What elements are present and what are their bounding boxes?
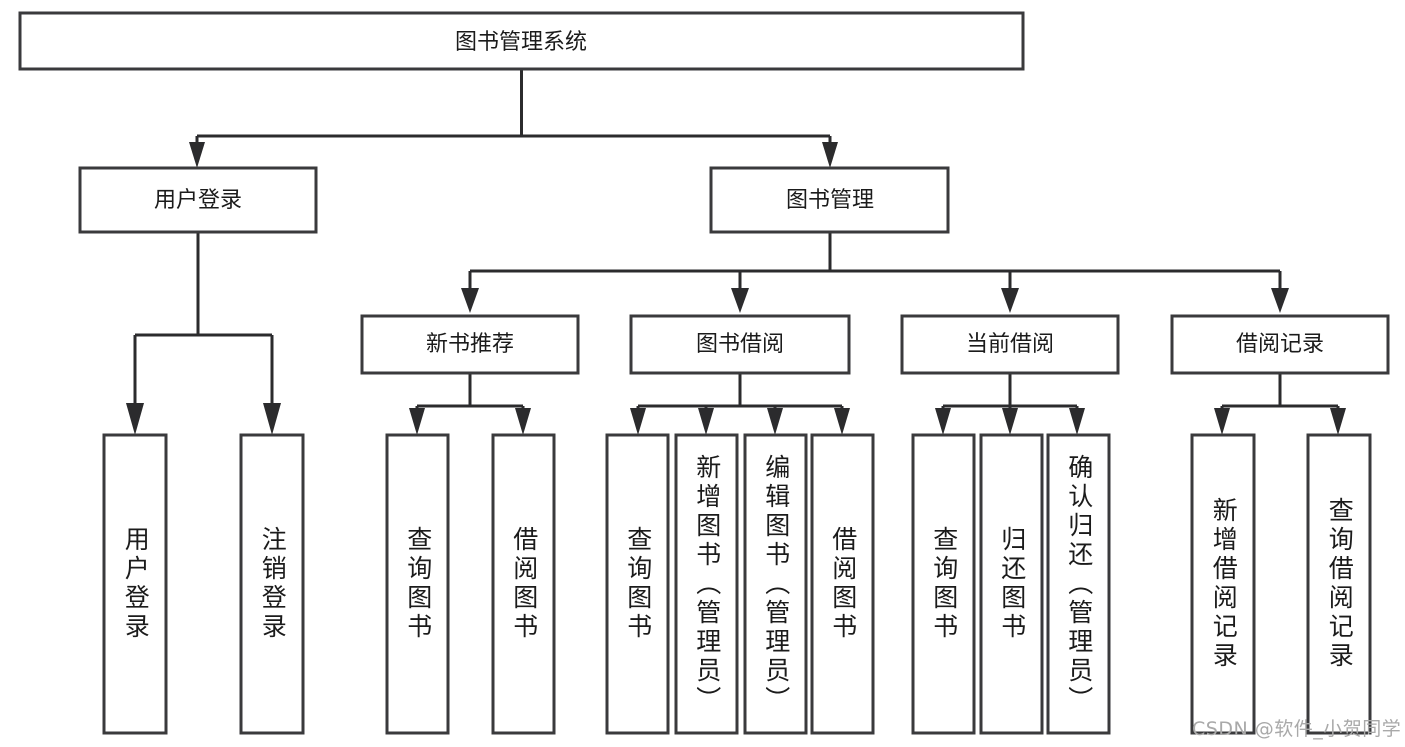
connector-newbook-to-leaves [409, 373, 531, 435]
leaf-box-return-book[interactable] [979, 433, 1044, 735]
leaf-box-borrow-book-2[interactable] [810, 433, 875, 735]
connector-root-to-level2 [189, 69, 838, 168]
node-book-borrow-label: 图书借阅 [696, 332, 784, 357]
leaf-box-borrow-book-1[interactable] [491, 433, 556, 735]
leaf-box-user-logout[interactable] [239, 433, 305, 735]
leaf-box-user-login[interactable] [102, 433, 168, 735]
connector-bookborrow-to-leaves [630, 373, 850, 435]
leaf-box-query-book-3[interactable] [911, 433, 976, 735]
node-current-borrow-box[interactable] [900, 314, 1120, 375]
leaf-box-edit-book[interactable] [743, 433, 808, 735]
node-current-borrow-label: 当前借阅 [966, 332, 1054, 357]
node-book-borrow-box[interactable] [629, 314, 851, 375]
node-user-login-box[interactable] [78, 166, 318, 234]
leaf-box-add-book[interactable] [674, 433, 739, 735]
watermark-text: CSDN @软件_小贺同学 [1192, 718, 1402, 740]
node-root-box[interactable] [18, 11, 1025, 71]
leaf-box-query-book-2[interactable] [605, 433, 670, 735]
connector-bookmgmt-to-level3 [461, 232, 1289, 313]
node-book-borrow[interactable]: 图书借阅 [629, 314, 851, 375]
connector-currentborrow-to-leaves [935, 373, 1085, 435]
node-borrow-record-label: 借阅记录 [1236, 332, 1324, 357]
node-book-management-label: 图书管理 [786, 188, 874, 213]
node-user-login-label: 用户登录 [154, 188, 242, 213]
node-book-management[interactable]: 图书管理 [709, 166, 950, 234]
node-root[interactable]: 图书管理系统 [18, 11, 1025, 71]
node-current-borrow[interactable]: 当前借阅 [900, 314, 1120, 375]
node-new-book-recommend-box[interactable] [360, 314, 580, 375]
connector-userlogin-to-leaves [126, 232, 281, 435]
node-root-label: 图书管理系统 [455, 30, 587, 55]
node-book-management-box[interactable] [709, 166, 950, 234]
leaf-box-query-record[interactable] [1306, 433, 1372, 735]
leaf-box-add-record[interactable] [1190, 433, 1256, 735]
leaf-box-confirm-return[interactable] [1046, 433, 1111, 735]
node-borrow-record-box[interactable] [1170, 314, 1390, 375]
connector-borrowrecord-to-leaves [1214, 373, 1346, 435]
leaf-box-query-book-1[interactable] [385, 433, 450, 735]
node-borrow-record[interactable]: 借阅记录 [1170, 314, 1390, 375]
node-new-book-recommend-label: 新书推荐 [426, 332, 514, 357]
node-user-login[interactable]: 用户登录 [78, 166, 318, 234]
node-new-book-recommend[interactable]: 新书推荐 [360, 314, 580, 375]
